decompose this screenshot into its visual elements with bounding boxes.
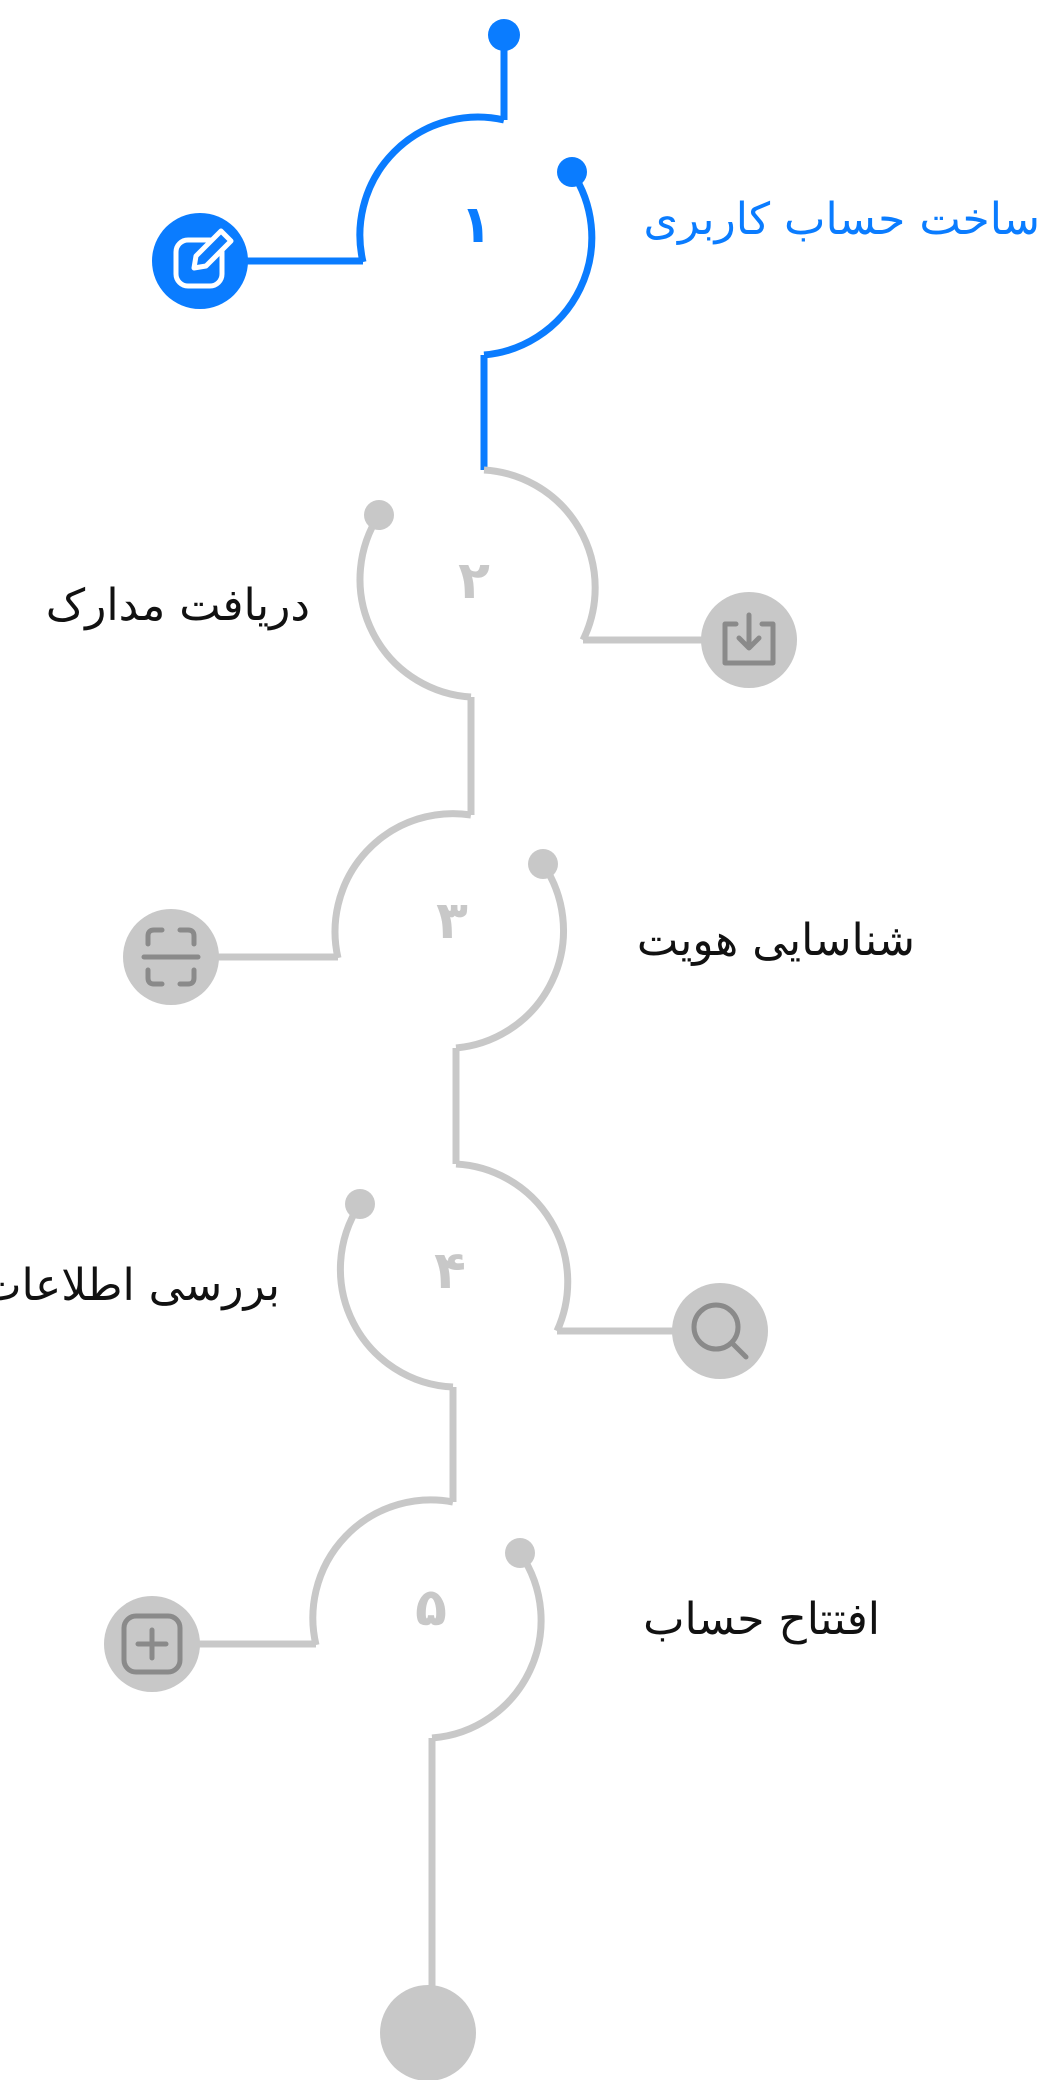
step-1-arc-lower bbox=[483, 170, 596, 359]
scan-icon bbox=[141, 927, 201, 987]
step-5-knob bbox=[505, 1538, 535, 1568]
step-5[interactable]: ۵ افتتاح حساب bbox=[104, 1496, 880, 1742]
step-3-arc-upper bbox=[331, 810, 472, 959]
step-1-knob bbox=[557, 157, 587, 187]
step-2[interactable]: ۲ دریافت مدارک bbox=[46, 466, 797, 701]
download-icon bbox=[722, 612, 776, 666]
step-1[interactable]: ۱ ساخت حساب کاربری bbox=[152, 113, 1040, 359]
step-4[interactable]: ۴ بررسی اطلاعات bbox=[0, 1160, 768, 1391]
step-3-arc-lower bbox=[455, 862, 567, 1052]
step-2-arc-left bbox=[356, 513, 472, 701]
step-5-arc-lower bbox=[431, 1551, 545, 1742]
step-4-knob bbox=[345, 1189, 375, 1219]
search-icon bbox=[691, 1302, 749, 1360]
step-4-arc-right bbox=[455, 1160, 572, 1333]
step-1-label: ساخت حساب کاربری bbox=[644, 194, 1040, 245]
step-2-knob bbox=[364, 500, 394, 530]
plus-square-icon bbox=[121, 1613, 183, 1675]
step-5-arc-upper bbox=[309, 1496, 454, 1646]
step-3-number: ۳ bbox=[436, 891, 468, 951]
step-5-number: ۵ bbox=[415, 1578, 447, 1638]
step-2-number: ۲ bbox=[458, 551, 490, 611]
step-5-label: افتتاح حساب bbox=[643, 1594, 880, 1645]
step-1-arc-upper bbox=[356, 113, 505, 263]
step-1-number: ۱ bbox=[460, 195, 492, 255]
step-3[interactable]: ۳ شناسایی هویت bbox=[123, 810, 915, 1052]
step-4-icon-badge[interactable] bbox=[672, 1283, 768, 1379]
step-4-label: بررسی اطلاعات bbox=[0, 1260, 280, 1311]
end-dot bbox=[380, 1985, 476, 2080]
step-4-number: ۴ bbox=[434, 1241, 466, 1301]
step-4-arc-left bbox=[336, 1202, 454, 1391]
step-3-knob bbox=[528, 849, 558, 879]
step-2-arc-right bbox=[483, 466, 599, 642]
edit-icon bbox=[173, 228, 234, 289]
step-2-label: دریافت مدارک bbox=[46, 580, 310, 631]
step-3-label: شناسایی هویت bbox=[637, 915, 915, 966]
